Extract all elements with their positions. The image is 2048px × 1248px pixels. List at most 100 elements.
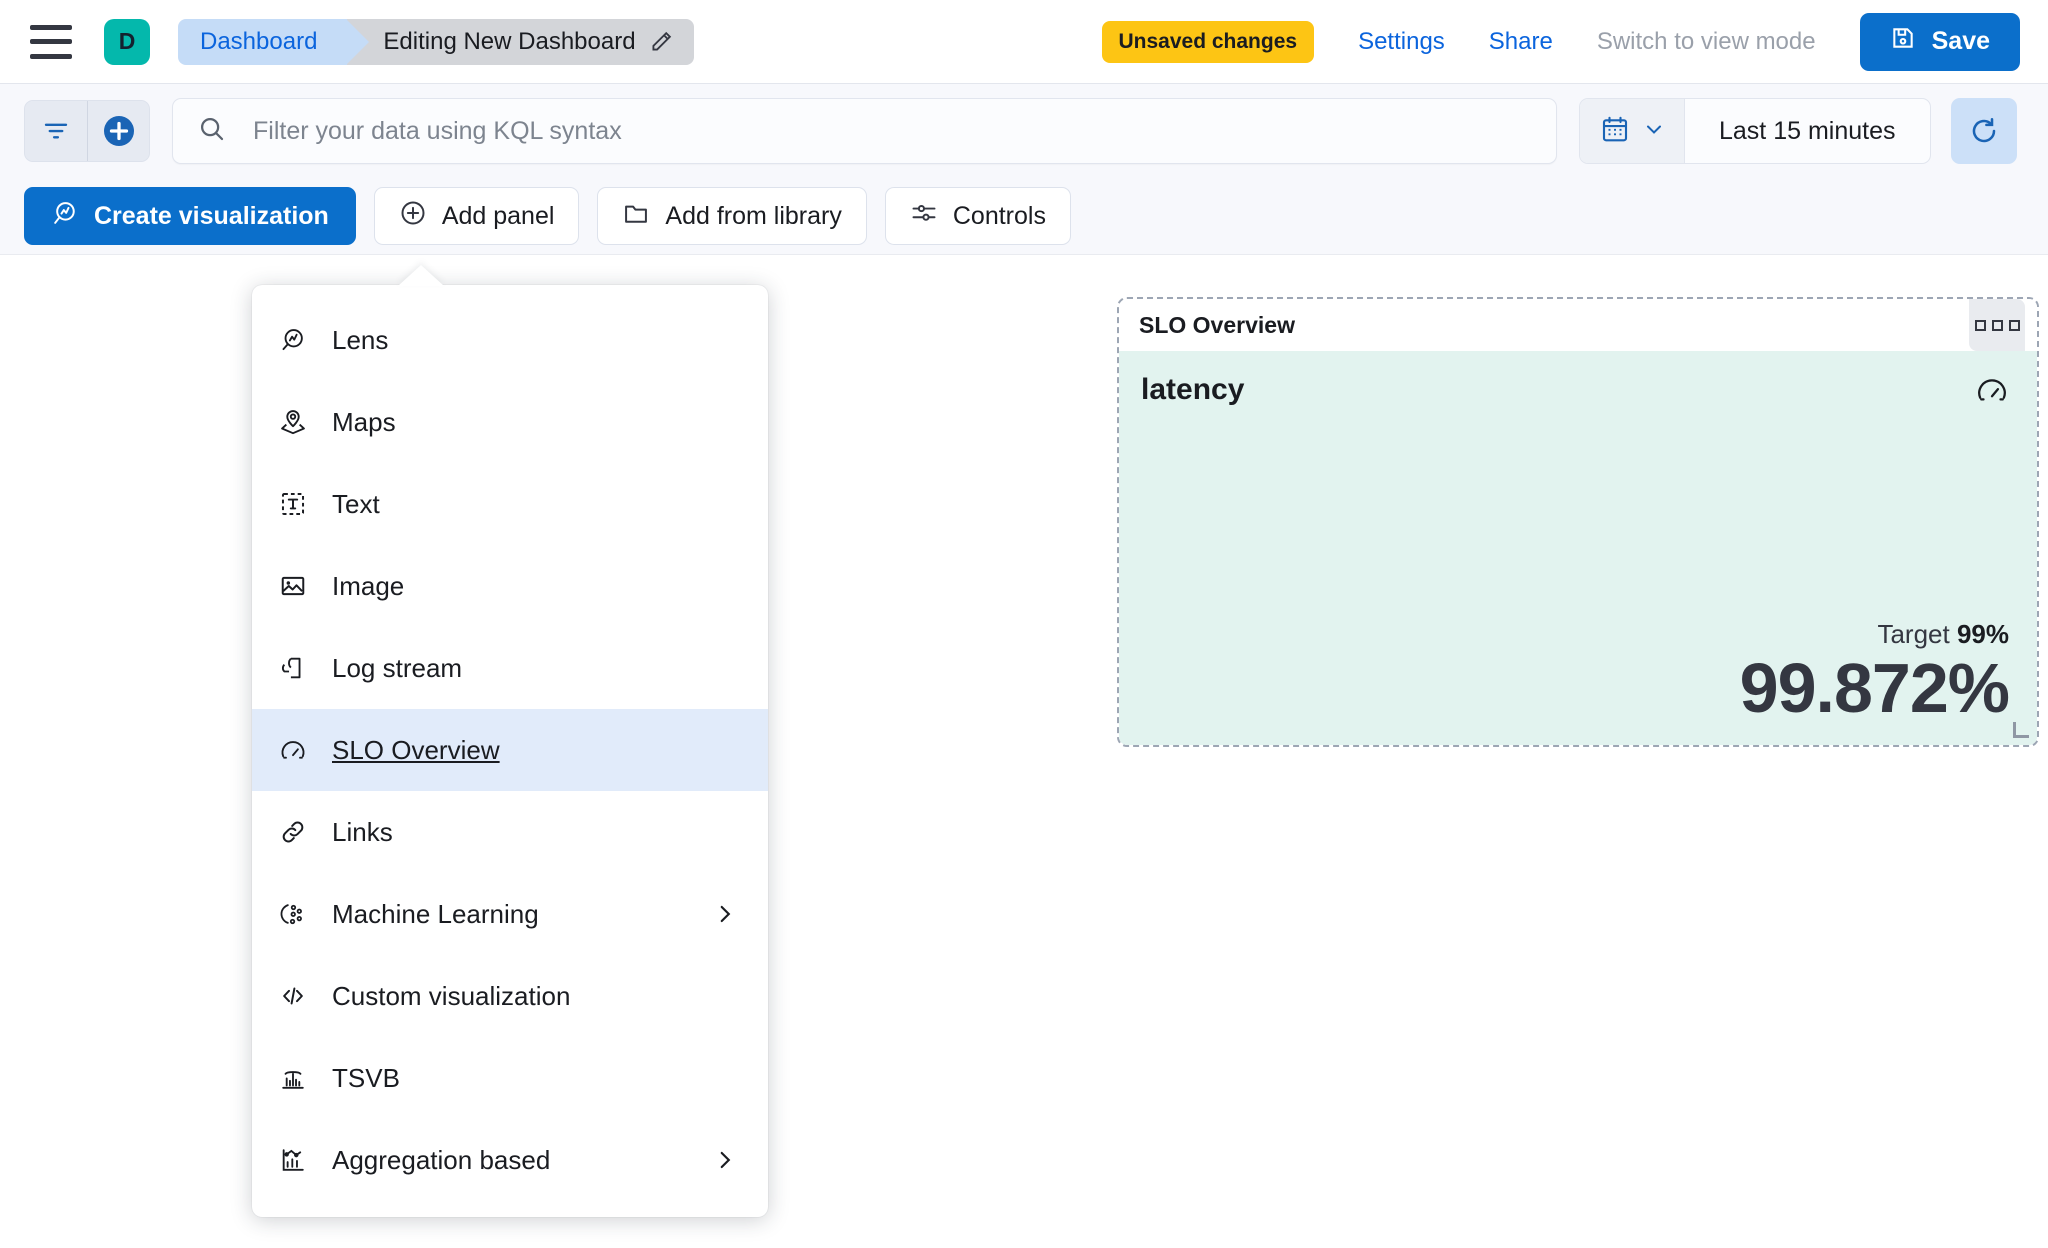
lens-icon: [51, 199, 79, 234]
hamburger-menu-icon[interactable]: [30, 24, 72, 59]
menu-item-maps[interactable]: Maps: [252, 381, 768, 463]
filter-icon[interactable]: [25, 101, 87, 161]
gauge-icon: [1975, 373, 2009, 412]
folder-icon: [622, 199, 650, 234]
pencil-icon[interactable]: [648, 29, 674, 55]
filter-controls-group: [24, 100, 150, 162]
switch-to-view-mode-link[interactable]: Switch to view mode: [1596, 27, 1816, 55]
hamburger-bar: [30, 53, 72, 59]
gauge-icon: [278, 735, 308, 765]
menu-item-slo-overview[interactable]: SLO Overview: [252, 709, 768, 791]
hamburger-bar: [30, 39, 72, 44]
menu-item-label: Machine Learning: [332, 898, 539, 929]
breadcrumb-item-editing[interactable]: Editing New Dashboard: [347, 18, 694, 65]
slo-overview-panel[interactable]: SLO Overview latency: [1117, 297, 2039, 747]
link-icon: [278, 817, 308, 847]
menu-item-label: Lens: [332, 324, 389, 355]
add-panel-label: Add panel: [441, 201, 555, 230]
query-bar: Last 15 minutes: [0, 84, 2048, 178]
breadcrumb-label: Dashboard: [200, 27, 318, 55]
create-visualization-button[interactable]: Create visualization: [24, 187, 356, 245]
menu-item-label: SLO Overview: [332, 734, 500, 765]
tsvb-icon: [278, 1063, 308, 1093]
slo-target-label: Target: [1877, 619, 1950, 650]
create-visualization-label: Create visualization: [94, 201, 329, 230]
hamburger-bar: [30, 24, 72, 30]
add-from-library-button[interactable]: Add from library: [597, 187, 867, 245]
save-button[interactable]: Save: [1859, 12, 2020, 71]
menu-item-label: Image: [332, 570, 405, 601]
context-menu-square: [1991, 319, 2003, 331]
time-picker: Last 15 minutes: [1579, 98, 1931, 164]
image-icon: [278, 571, 308, 601]
menu-item-label: Maps: [332, 406, 396, 437]
context-menu-square: [1974, 319, 1986, 331]
avatar-initial: D: [118, 28, 136, 54]
popover-arrow: [398, 265, 444, 286]
slo-header-row: latency: [1141, 373, 2009, 412]
menu-item-machine-learning[interactable]: Machine Learning: [252, 873, 768, 955]
avatar[interactable]: D: [104, 18, 150, 65]
search-input[interactable]: [253, 116, 1532, 146]
slo-metrics: Target 99% 99.872%: [1141, 619, 2010, 728]
log-stream-icon: [278, 653, 308, 683]
save-disk-icon: [1890, 25, 1916, 58]
settings-link[interactable]: Settings: [1358, 27, 1445, 55]
menu-item-custom-visualization[interactable]: Custom visualization: [252, 955, 768, 1037]
search-bar[interactable]: [172, 98, 1557, 164]
status-badge-unsaved: Unsaved changes: [1101, 20, 1315, 63]
menu-item-label: Aggregation based: [332, 1144, 551, 1175]
breadcrumb: Dashboard Editing New Dashboard: [178, 18, 694, 65]
share-link[interactable]: Share: [1488, 27, 1553, 55]
menu-item-links[interactable]: Links: [252, 791, 768, 873]
slo-name: latency: [1141, 373, 1245, 406]
add-panel-button[interactable]: Add panel: [373, 187, 580, 245]
menu-item-label: Text: [332, 488, 380, 519]
menu-item-label: TSVB: [332, 1062, 400, 1093]
code-icon: [278, 981, 308, 1011]
time-picker-quick-select[interactable]: [1580, 99, 1685, 163]
menu-item-image[interactable]: Image: [252, 545, 768, 627]
panel-resize-handle[interactable]: [2013, 722, 2029, 738]
machine-learning-icon: [278, 899, 308, 929]
maps-icon: [278, 407, 308, 437]
chevron-right-icon: [712, 1147, 738, 1173]
slo-target-value: 99%: [1956, 619, 2009, 650]
dashboard-toolbar: Create visualization Add panel Add from …: [0, 178, 2048, 254]
add-panel-menu: Lens Maps Text: [252, 265, 768, 1217]
refresh-button[interactable]: [1950, 98, 2017, 164]
header-actions: Unsaved changes Settings Share Switch to…: [1101, 12, 2020, 71]
controls-button[interactable]: Controls: [884, 187, 1071, 245]
plus-circle-icon: [399, 199, 427, 234]
breadcrumb-label: Editing New Dashboard: [383, 27, 636, 55]
slo-panel-body: latency Target 99% 99.872%: [1119, 351, 2037, 745]
menu-item-label: Custom visualization: [332, 980, 571, 1011]
controls-label: Controls: [952, 201, 1046, 230]
panel-header: SLO Overview: [1119, 299, 2037, 351]
menu-item-log-stream[interactable]: Log stream: [252, 627, 768, 709]
calendar-icon: [1600, 114, 1630, 149]
chevron-down-icon: [1642, 117, 1666, 146]
chevron-right-icon: [712, 901, 738, 927]
slo-value: 99.872%: [1739, 649, 2010, 728]
menu-item-text[interactable]: Text: [252, 463, 768, 545]
menu-item-label: Links: [332, 816, 393, 847]
panel-title: SLO Overview: [1139, 311, 1295, 338]
time-range-label[interactable]: Last 15 minutes: [1719, 116, 1896, 145]
controls-sliders-icon: [910, 199, 938, 234]
panel-context-menu-icon[interactable]: [1969, 299, 2025, 351]
slo-target: Target 99%: [1141, 619, 2009, 650]
search-icon: [197, 114, 227, 149]
menu-item-tsvb[interactable]: TSVB: [252, 1037, 768, 1119]
menu-item-lens[interactable]: Lens: [252, 299, 768, 381]
add-filter-button[interactable]: [87, 101, 149, 161]
dashboard-workspace: Lens Maps Text: [0, 254, 2048, 1248]
context-menu-square: [2008, 319, 2020, 331]
save-button-label: Save: [1931, 27, 1990, 55]
menu-item-aggregation-based[interactable]: Aggregation based: [252, 1119, 768, 1201]
aggregation-icon: [278, 1145, 308, 1175]
app-header: D Dashboard Editing New Dashboard Unsave…: [0, 0, 2048, 84]
menu-item-label: Log stream: [332, 652, 463, 683]
text-icon: [278, 489, 308, 519]
breadcrumb-item-dashboard[interactable]: Dashboard: [178, 18, 370, 65]
